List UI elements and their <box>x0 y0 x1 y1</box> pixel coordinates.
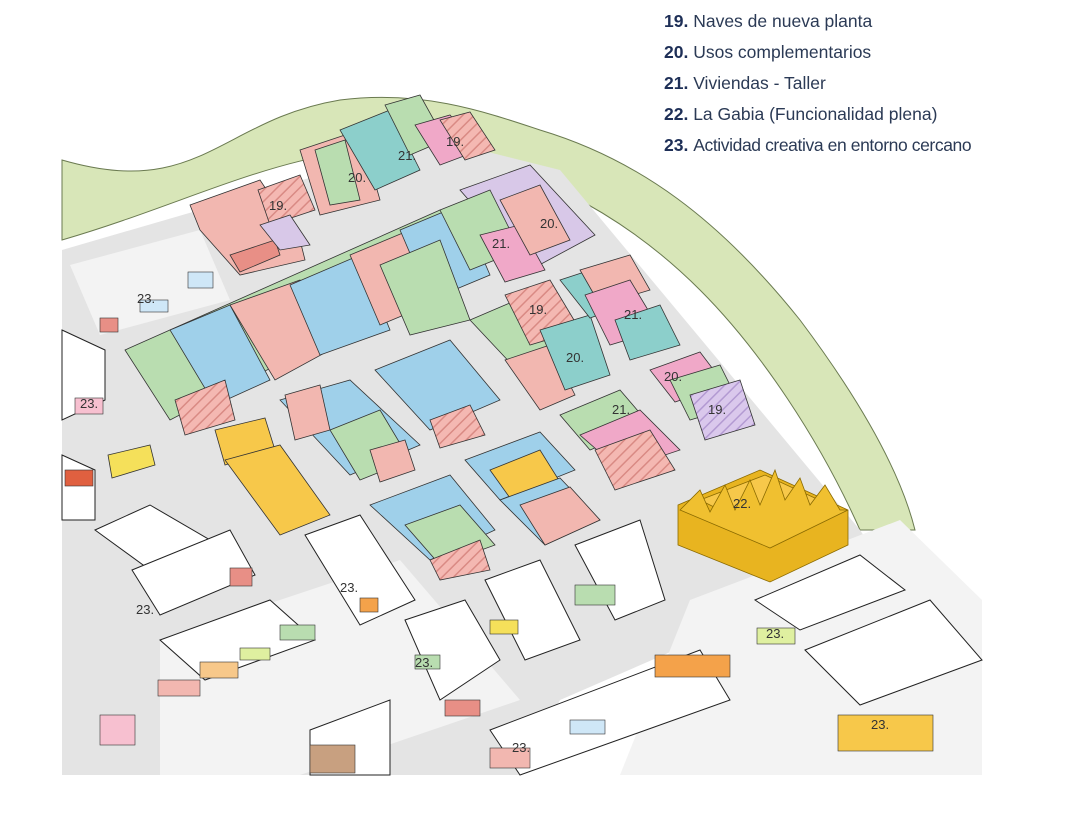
activity-23-markers <box>64 271 934 774</box>
label-21-top: 21. <box>398 148 416 163</box>
label-19-east: 19. <box>708 402 726 417</box>
context-buildings <box>61 329 983 776</box>
label-21-right: 21. <box>624 307 642 322</box>
map-labels: 19. 21. 20. 19. 20. 21. 19. 21. 20. 20. … <box>80 134 889 755</box>
legend-item-20: 20. Usos complementarios <box>664 42 872 62</box>
label-23-east: 23. <box>766 626 784 641</box>
label-23-southwest: 23. <box>136 602 154 617</box>
label-23-south: 23. <box>415 655 433 670</box>
label-23-center: 23. <box>340 580 358 595</box>
label-23-north: 23. <box>137 291 155 306</box>
legend-item-22: 22. La Gabia (Funcionalidad plena) <box>664 104 938 124</box>
label-21-south: 21. <box>612 402 630 417</box>
label-20-mid: 20. <box>540 216 558 231</box>
lower-blocks <box>369 431 601 581</box>
yellow-buildings <box>107 417 331 536</box>
legend: 19. Naves de nueva planta 20. Usos compl… <box>664 8 1064 163</box>
label-22: 22. <box>733 496 751 511</box>
label-23-southeast: 23. <box>871 717 889 732</box>
legend-item-21: 21. Viviendas - Taller <box>664 73 826 93</box>
label-21-mid: 21. <box>492 236 510 251</box>
block-ground-north <box>70 230 230 335</box>
la-gabia-building <box>677 468 849 583</box>
legend-item-19: 19. Naves de nueva planta <box>664 11 873 31</box>
label-20-right: 20. <box>566 350 584 365</box>
label-23-west: 23. <box>80 396 98 411</box>
label-19-center: 19. <box>529 302 547 317</box>
north-block <box>189 94 496 276</box>
label-23-bottom: 23. <box>512 740 530 755</box>
label-20-east: 20. <box>664 369 682 384</box>
legend-item-23: 23. Actividad creativa en entorno cercan… <box>664 135 972 155</box>
label-20-top: 20. <box>348 170 366 185</box>
middle-row <box>124 164 596 436</box>
label-19-left: 19. <box>269 198 287 213</box>
central-blocks <box>279 254 756 491</box>
label-19-top: 19. <box>446 134 464 149</box>
